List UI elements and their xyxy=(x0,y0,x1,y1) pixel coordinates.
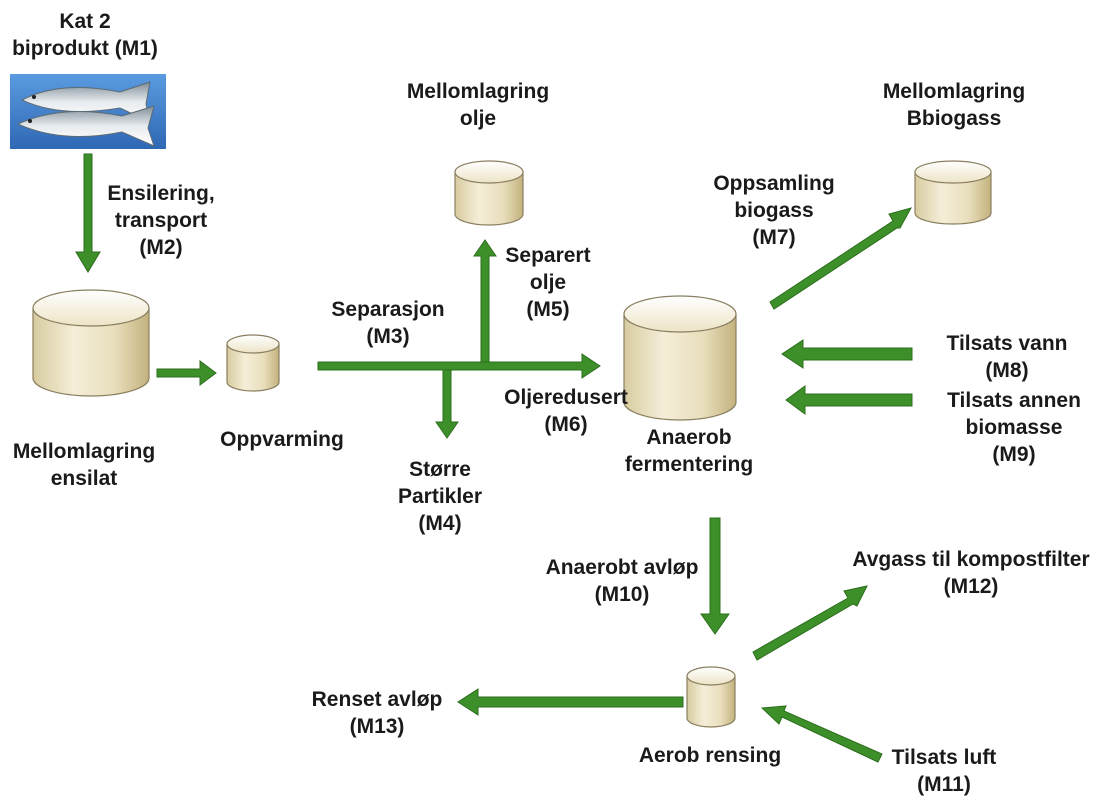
label-line: Anaerob xyxy=(646,426,732,449)
label-line: (M12) xyxy=(943,575,999,598)
label-line: Større xyxy=(409,458,471,481)
label-m7: Oppsamling biogass (M7) xyxy=(700,170,848,251)
label-line: Mellomlagring xyxy=(12,440,156,463)
label-line: Kat 2 xyxy=(59,10,111,33)
arrow-m10 xyxy=(700,517,730,635)
label-line: Avgass til kompostfilter xyxy=(852,548,1090,571)
label-m12: Avgass til kompostfilter (M12) xyxy=(842,546,1100,600)
label-aerob-rensing: Aerob rensing xyxy=(622,742,798,769)
label-line: Mellomlagring xyxy=(882,80,1026,103)
arrow-m13 xyxy=(457,688,684,716)
label-line: ensilat xyxy=(50,467,118,490)
label-m9: Tilsats annen biomasse (M9) xyxy=(934,387,1094,468)
tank-olje xyxy=(454,160,524,226)
label-oppvarming: Oppvarming xyxy=(202,426,362,453)
tank-oppvarming xyxy=(226,334,280,392)
label-line: (M7) xyxy=(752,226,796,249)
label-m11: Tilsats luft (M11) xyxy=(864,744,1024,798)
label-m6: Oljeredusert (M6) xyxy=(494,384,638,438)
label-line: (M5) xyxy=(526,298,570,321)
label-m8: Tilsats vann (M8) xyxy=(932,330,1082,384)
label-m4: Større Partikler (M4) xyxy=(384,456,496,537)
label-line: Tilsats vann xyxy=(946,332,1068,355)
label-line: Anaerobt avløp xyxy=(545,556,699,579)
label-mellomlagring-ensilat: Mellomlagring ensilat xyxy=(0,438,168,492)
label-line: Mellomlagring xyxy=(406,80,550,103)
label-line: fermentering xyxy=(624,453,754,476)
label-line: (M6) xyxy=(544,413,588,436)
label-line: biprodukt (M1) xyxy=(12,37,158,60)
arrow-m9 xyxy=(785,385,913,415)
label-line: olje xyxy=(529,271,567,294)
label-m3: Separasjon (M3) xyxy=(320,296,456,350)
label-line: Renset avløp xyxy=(311,688,443,711)
label-kat2: Kat 2 biprodukt (M1) xyxy=(10,8,160,62)
label-mellomlagring-biogass: Mellomlagring Bbiogass xyxy=(866,78,1042,132)
label-line: (M11) xyxy=(917,773,971,796)
arrow-m11 xyxy=(760,705,883,763)
label-line: Oppvarming xyxy=(220,428,344,451)
label-line: biomasse xyxy=(965,416,1063,439)
label-line: biogass xyxy=(734,199,814,222)
label-line: (M8) xyxy=(985,359,1029,382)
tank-anaerob xyxy=(623,295,737,421)
label-line: Aerob rensing xyxy=(638,744,782,767)
label-line: Tilsats luft xyxy=(891,746,997,769)
tank-aerob xyxy=(686,666,736,728)
arrow-m8 xyxy=(781,339,913,369)
fish-icon xyxy=(16,81,155,147)
arrow-m12 xyxy=(752,585,868,661)
tank-ensilat xyxy=(32,289,150,397)
label-line: (M2) xyxy=(139,236,183,259)
label-mellomlagring-olje: Mellomlagring olje xyxy=(392,78,564,132)
arrow-m7 xyxy=(769,207,913,310)
label-line: (M4) xyxy=(418,512,462,535)
label-line: Oljeredusert xyxy=(504,386,628,409)
label-line: transport xyxy=(114,209,208,232)
fish-photo xyxy=(10,74,166,149)
arrow-m3-m6 xyxy=(317,353,601,379)
label-m5: Separert olje (M5) xyxy=(500,242,596,323)
label-line: (M10) xyxy=(594,583,650,606)
label-line: (M13) xyxy=(349,715,405,738)
arrow-m5 xyxy=(473,239,497,363)
label-line: Separasjon xyxy=(331,298,445,321)
label-line: Oppsamling xyxy=(713,172,835,195)
arrow-m4 xyxy=(435,369,459,439)
label-line: Ensilering, xyxy=(107,182,215,205)
label-line: (M3) xyxy=(366,325,410,348)
label-anaerob-fermentering: Anaerob fermentering xyxy=(614,424,764,478)
label-m10: Anaerobt avløp (M10) xyxy=(536,554,708,608)
label-line: (M9) xyxy=(992,443,1036,466)
label-line: Tilsats annen xyxy=(947,389,1081,412)
label-m13: Renset avløp (M13) xyxy=(296,686,458,740)
arrow-m2 xyxy=(75,153,101,273)
label-line: Partikler xyxy=(397,485,483,508)
arrow-to-oppvarming xyxy=(156,360,217,386)
label-line: olje xyxy=(459,107,497,130)
label-m2: Ensilering, transport (M2) xyxy=(104,180,218,261)
tank-biogass xyxy=(914,160,992,225)
label-line: Separert xyxy=(505,244,591,267)
label-line: Bbiogass xyxy=(906,107,1002,130)
